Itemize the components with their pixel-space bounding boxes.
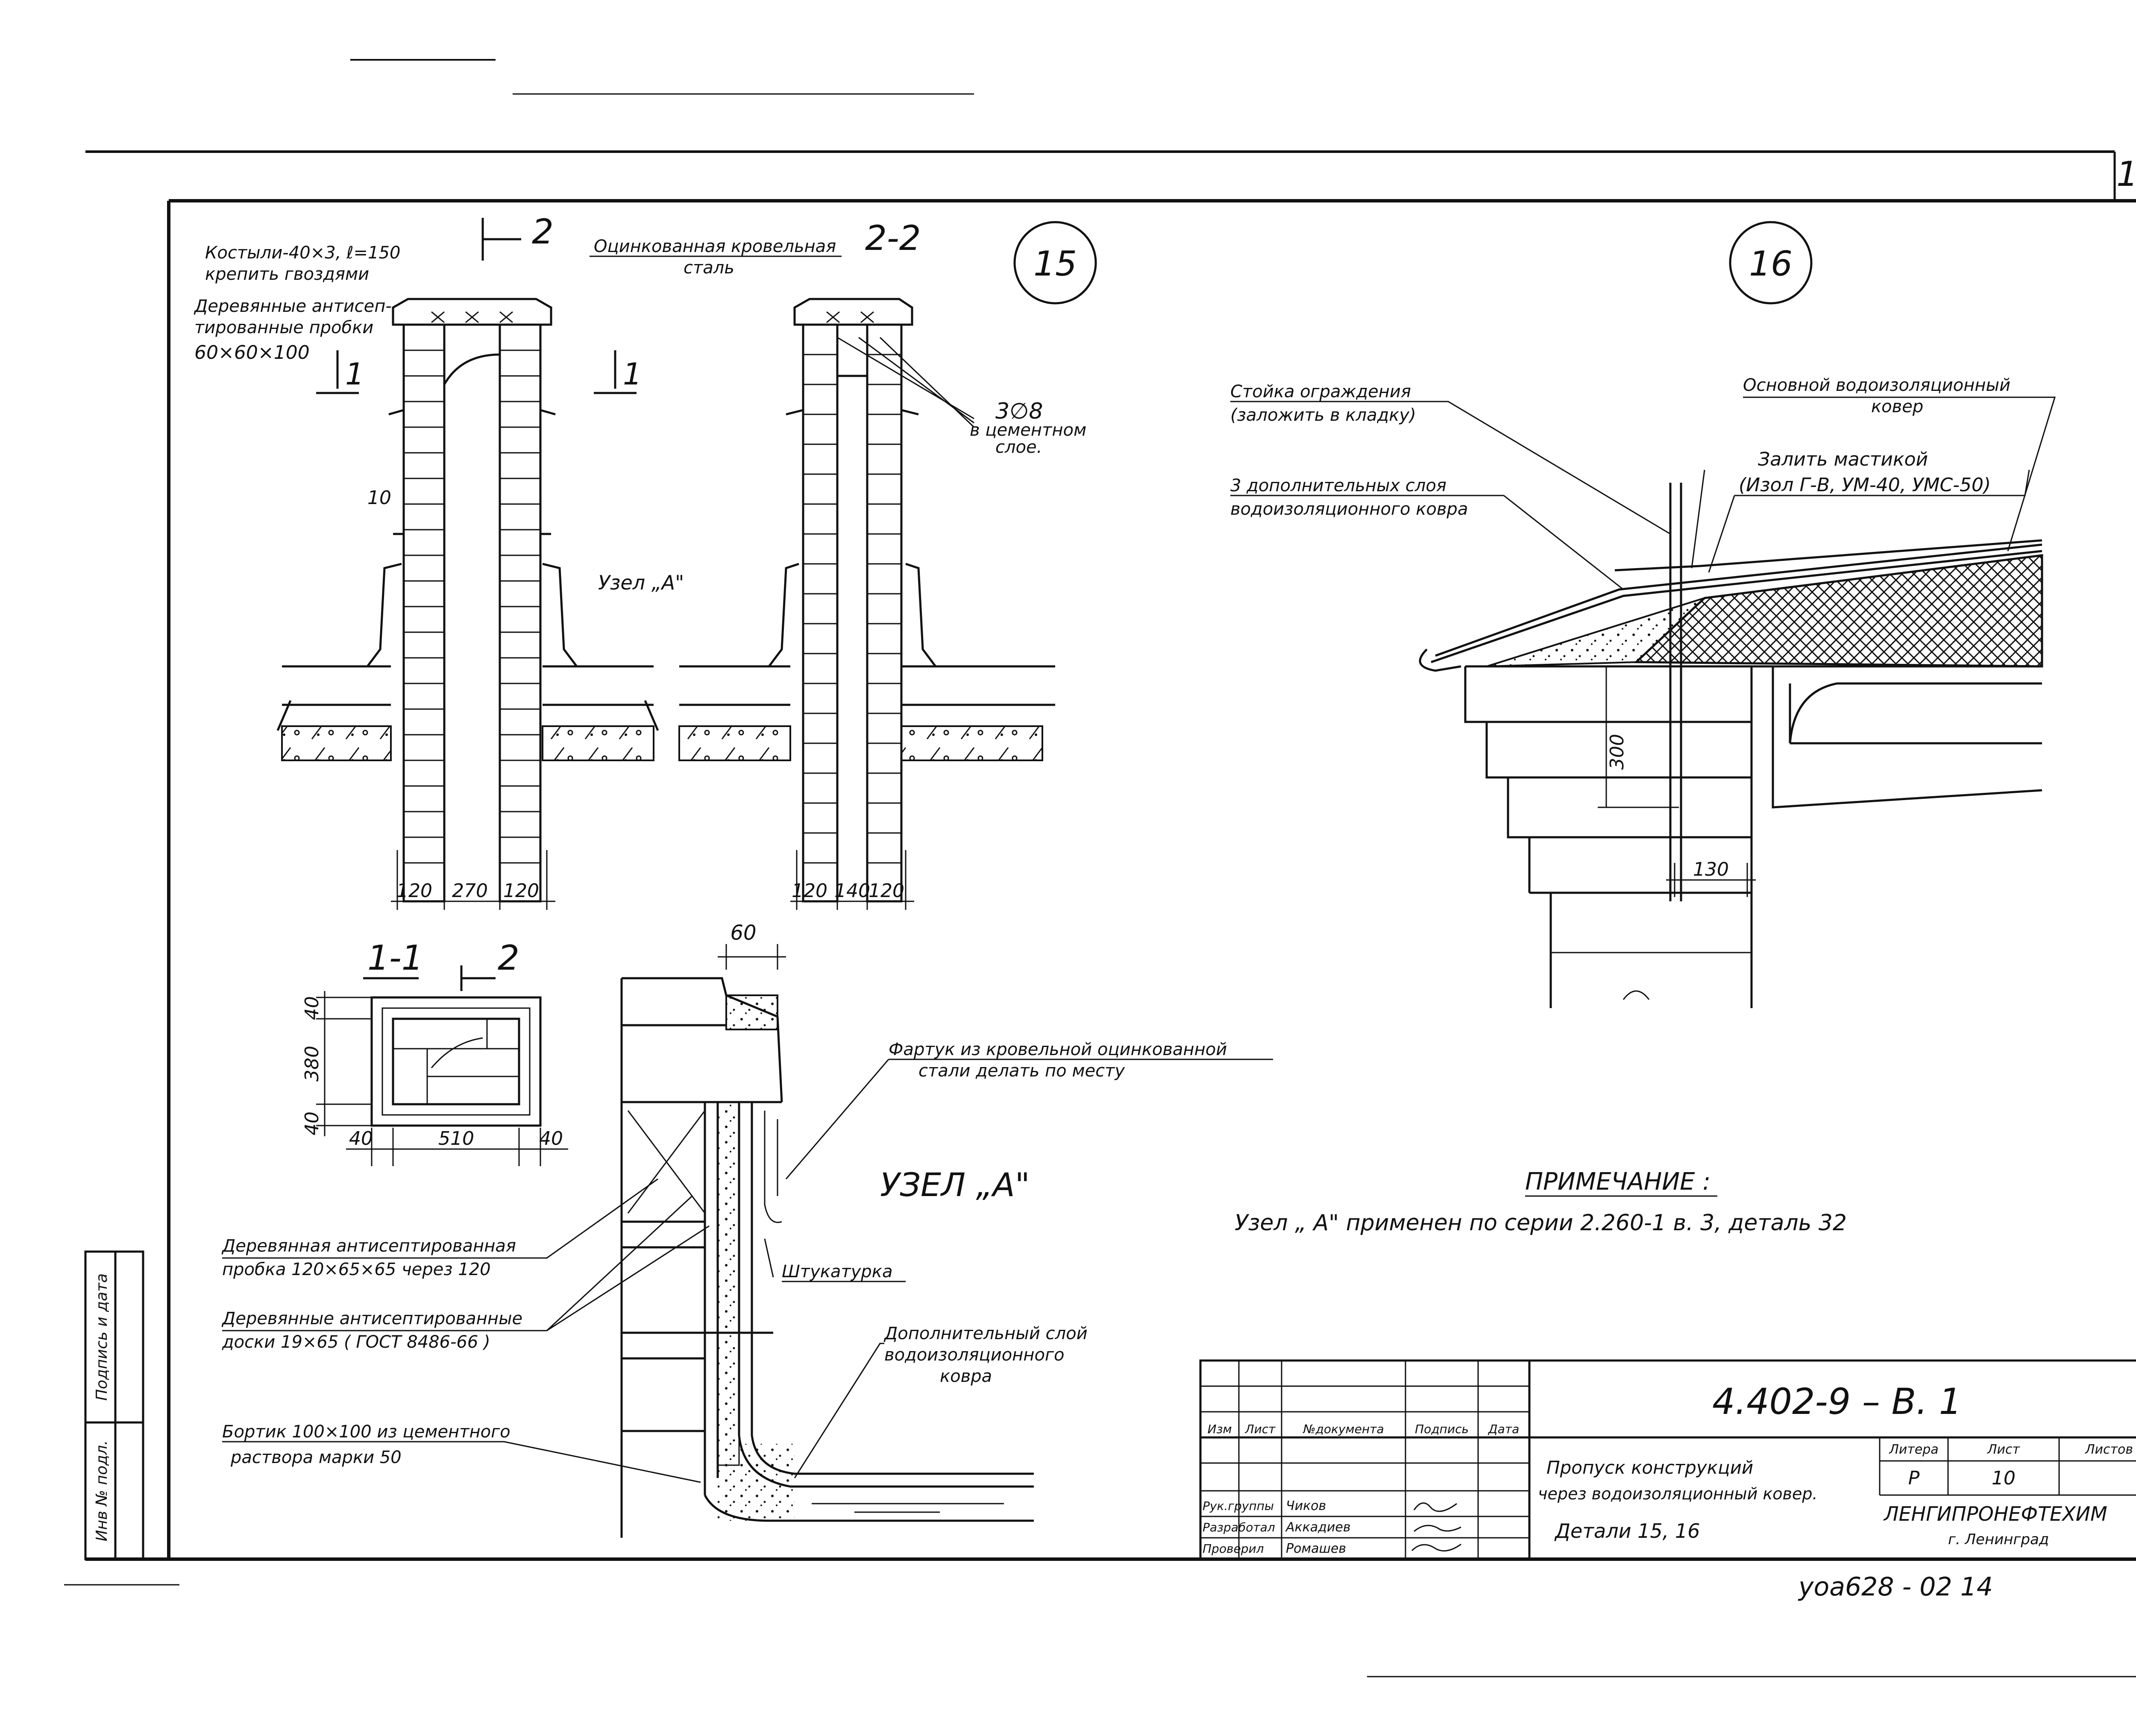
- section-1-1-dim-bot: 40: [301, 1111, 323, 1135]
- section-1-1-title: 1-1: [367, 938, 423, 978]
- label-main-carpet-line-2: ковер: [1871, 397, 1923, 416]
- label-probka-line-2: пробка 120×65×65 через 120: [222, 1260, 491, 1279]
- tb-val-list: 10: [1992, 1467, 2016, 1489]
- label-layers-line-1: 3 дополнительных слоя: [1230, 476, 1446, 496]
- section-2-2-drawing: [590, 255, 1055, 910]
- side-stamp: [84, 1250, 144, 1560]
- label-doski-line-2: доски 19×65 ( ГОСТ 8486-66 ): [222, 1332, 490, 1352]
- label-probka-line-1: Деревянная антисептированная: [221, 1236, 516, 1256]
- detail-15-dim-c: 120: [503, 880, 539, 902]
- tb-col-listov: Листов: [2085, 1442, 2133, 1457]
- tb-val-litera: Р: [1908, 1467, 1920, 1489]
- label-steel-line-2: сталь: [684, 258, 734, 278]
- label-rebar-line-1: 3∅8: [995, 399, 1043, 424]
- side-stamp-signature-date: Подпись и дата: [93, 1273, 111, 1401]
- label-fartuk-line-1: Фартук из кровельной оцинкованной: [889, 1040, 1227, 1059]
- tb-head-doc: №документа: [1302, 1422, 1384, 1436]
- section-1-1-dim-mid: 380: [301, 1046, 323, 1082]
- tb-signatures: [1411, 1502, 1461, 1552]
- tb-org-line-2: г. Ленинград: [1948, 1531, 2049, 1548]
- detail-15-section-mark-right: 1: [623, 357, 642, 392]
- label-uzel-a-callout: Узел „А": [598, 571, 684, 594]
- label-probki-line-3: 60×60×100: [194, 342, 310, 364]
- tb-archive-number: уоа628 - 02 14: [1798, 1572, 1993, 1602]
- section-2-2-dim-b: 140: [834, 880, 870, 902]
- section-1-1-dim-width: 510: [438, 1128, 474, 1150]
- label-stoika-line-2: (заложить в кладку): [1230, 405, 1416, 425]
- detail-16-dim-130: 130: [1693, 859, 1729, 880]
- label-kostyli-line-1: Костыли-40×3, ℓ=150: [205, 243, 400, 263]
- tb-name-3: Ромашев: [1286, 1541, 1346, 1556]
- note-title: ПРИМЕЧАНИЕ :: [1525, 1168, 1711, 1196]
- label-probki-line-1: Деревянные антисеп-: [194, 296, 392, 316]
- node-a-title: УЗЕЛ „А": [880, 1166, 1030, 1204]
- side-stamp-inv-number: Инв № подл.: [93, 1440, 111, 1542]
- label-kostyli-line-2: крепить гвоздями: [205, 264, 369, 284]
- label-rebar-line-3: слое.: [995, 437, 1042, 457]
- section-1-1-dim-top: 40: [301, 996, 323, 1020]
- label-dop-line-1: Дополнительный слой: [883, 1324, 1088, 1343]
- tb-col-litera: Литера: [1889, 1442, 1938, 1457]
- tb-title-line-1: Пропуск конструкций: [1546, 1457, 1753, 1478]
- section-2-2-dim-a: 120: [792, 880, 827, 902]
- tb-head-list: Лист: [1245, 1422, 1276, 1436]
- tb-role-1: Рук.группы: [1203, 1499, 1274, 1513]
- tb-name-1: Чиков: [1286, 1498, 1326, 1513]
- detail-16-number: 16: [1749, 244, 1793, 284]
- label-layers-line-2: водоизоляционного ковра: [1230, 499, 1468, 519]
- detail-15-section-mark-left: 1: [345, 357, 364, 392]
- section-1-1-dim-right: 40: [539, 1128, 563, 1150]
- tb-col-list: Лист: [1987, 1442, 2021, 1457]
- detail-15-dim-10: 10: [367, 487, 391, 509]
- tb-head-sign: Подпись: [1415, 1422, 1469, 1436]
- label-fartuk-line-2: стали делать по месту: [918, 1061, 1125, 1081]
- tb-role-3: Проверил: [1203, 1542, 1264, 1556]
- detail-16-drawing: [1419, 221, 2043, 1008]
- tb-name-2: Аккадиев: [1285, 1520, 1351, 1535]
- detail-15-drawing: [276, 218, 1097, 910]
- label-steel-line-1: Оцинкованная кровельная: [594, 237, 836, 256]
- detail-15-dim-b: 270: [452, 880, 488, 902]
- label-bortik-line-1: Бортик 100×100 из цементного: [222, 1422, 511, 1442]
- tb-doc-code: 4.402-9 – В. 1: [1712, 1381, 1962, 1422]
- detail-16-leaders: [1230, 396, 2056, 590]
- detail-15-dim-a: 120: [396, 880, 432, 902]
- tb-head-izm: Изм: [1208, 1422, 1232, 1436]
- label-dop-line-3: ковра: [940, 1367, 992, 1386]
- section-2-2-title: 2-2: [865, 218, 921, 258]
- title-block: [1199, 1359, 2136, 1560]
- node-a-drawing: [620, 944, 1034, 1538]
- label-probki-line-2: тированные пробки: [194, 318, 373, 337]
- detail-15-number: 15: [1033, 244, 1077, 284]
- label-rebar-line-2: в цементном: [970, 420, 1086, 440]
- tb-org-line-1: ЛЕНГИПРОНЕФТЕХИМ: [1883, 1502, 2107, 1525]
- note-text: Узел „ А" применен по серии 2.260-1 в. 3…: [1235, 1210, 1847, 1236]
- label-doski-line-1: Деревянные антисептированные: [221, 1309, 522, 1328]
- page-number: 13: [2116, 154, 2136, 194]
- section-2-2-dim-c: 120: [868, 880, 904, 902]
- section-1-1-cut-mark: 2: [498, 938, 519, 978]
- section-1-1-drawing: [316, 965, 568, 1166]
- tb-head-date: Дата: [1488, 1422, 1520, 1436]
- detail-15-cut-mark: 2: [532, 212, 554, 252]
- detail-16-dim-300: 300: [1606, 734, 1628, 770]
- tb-role-2: Разработал: [1203, 1520, 1275, 1534]
- label-mastic-line-2: (Изол Г-В, УМ-40, УМС-50): [1739, 474, 1991, 496]
- section-1-1-dim-left: 40: [349, 1128, 373, 1150]
- tb-title-line-3: Детали 15, 16: [1554, 1519, 1700, 1542]
- label-dop-line-2: водоизоляционного: [884, 1345, 1065, 1365]
- label-bortik-line-2: раствора марки 50: [230, 1448, 402, 1467]
- label-main-carpet-line-1: Основной водоизоляционный: [1743, 375, 2010, 395]
- node-a-leaders: [222, 1059, 1273, 1483]
- node-a-dim-60: 60: [730, 921, 756, 945]
- tb-title-line-2: через водоизоляционный ковер.: [1538, 1484, 1818, 1503]
- label-stoika-line-1: Стойка ограждения: [1230, 382, 1411, 402]
- label-mastic-line-1: Залить мастикой: [1758, 449, 1928, 470]
- label-shtukaturka: Штукатурка: [782, 1262, 892, 1281]
